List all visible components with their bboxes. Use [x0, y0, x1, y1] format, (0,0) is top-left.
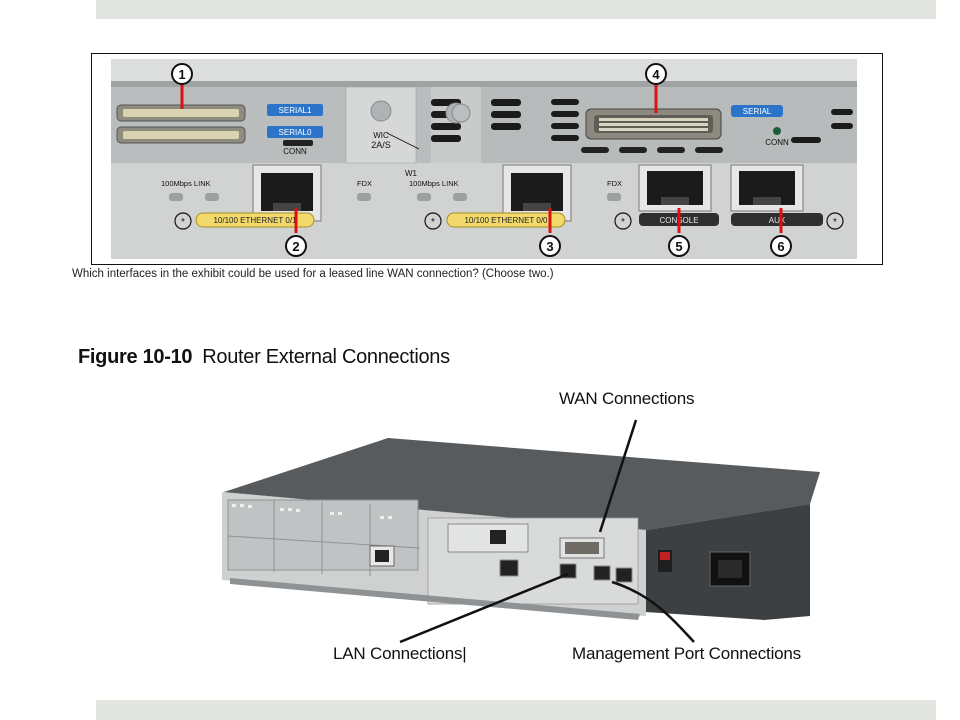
svg-text:*: * — [621, 217, 625, 228]
ethernet-0-1-port — [252, 164, 322, 222]
power-socket — [709, 551, 751, 587]
serial1-label: SERIAL1 — [279, 106, 312, 115]
svg-text:3: 3 — [546, 239, 553, 254]
aux-badge — [731, 213, 823, 226]
fdx-label-left: FDX — [357, 179, 372, 188]
wic-type-label: 2A/S — [371, 140, 391, 150]
callout-2: 2 — [285, 235, 307, 257]
svg-text:2: 2 — [292, 239, 299, 254]
callout-6: 6 — [770, 235, 792, 257]
callout-3: 3 — [539, 235, 561, 257]
eth01-badge — [195, 212, 315, 228]
wic-label: WIC — [373, 131, 389, 140]
svg-text:1: 1 — [178, 67, 185, 82]
management-port-label: Management Port Connections — [572, 644, 801, 663]
svg-text:*: * — [181, 217, 185, 228]
serial0-badge — [267, 126, 323, 138]
router-illustration — [222, 419, 820, 644]
conn-led — [773, 127, 781, 135]
aux-port — [730, 164, 804, 212]
serial1-badge — [267, 104, 323, 116]
top-band — [96, 0, 936, 19]
exam-question: Which interfaces in the exhibit could be… — [72, 268, 554, 280]
link-label-right: 100Mbps LINK — [409, 179, 459, 188]
wan-connections-label: WAN Connections — [559, 389, 695, 408]
svg-text:5: 5 — [675, 239, 682, 254]
management-leader-line — [611, 580, 695, 643]
router-top — [224, 438, 820, 530]
svg-text:4: 4 — [652, 67, 660, 82]
wic-card — [345, 86, 417, 164]
lan-leader-line — [399, 572, 569, 644]
serial-badge — [731, 105, 783, 117]
eth00-label: 10/100 ETHERNET 0/0 — [464, 216, 548, 225]
figure-number: Figure 10-10 — [78, 346, 193, 368]
serial0-label: SERIAL0 — [279, 128, 312, 137]
aux-port-illus — [615, 567, 633, 583]
fdx-label-right: FDX — [607, 179, 622, 188]
svg-text:*: * — [431, 217, 435, 228]
wic-screw — [370, 100, 392, 122]
wan-leader-line — [598, 419, 638, 533]
console-port-illus — [593, 565, 611, 581]
eth01-label: 10/100 ETHERNET 0/1 — [213, 216, 297, 225]
router-panel-exhibit: SERIAL1 SERIAL0 CONN WIC 2A/S — [91, 53, 883, 265]
bottom-band — [96, 700, 936, 720]
conn-left-label: CONN — [283, 147, 307, 156]
aux-label: AUX — [769, 216, 786, 225]
lan-connections-label: LAN Connections| — [333, 644, 467, 663]
svg-text:*: * — [833, 217, 837, 228]
console-port — [638, 164, 712, 212]
smart-serial-port — [585, 108, 722, 140]
w1-label: W1 — [405, 169, 418, 178]
figure-title: Figure 10-10 Router External Connections — [78, 346, 450, 369]
conn-right-label: CONN — [765, 138, 789, 147]
serial-port-0 — [116, 126, 246, 144]
callout-1: 1 — [171, 63, 193, 85]
ethernet-0-0-port — [502, 164, 572, 222]
eth00-badge — [446, 212, 566, 228]
serial-label: SERIAL — [743, 107, 772, 116]
link-label-left: 100Mbps LINK — [161, 179, 211, 188]
callout-5: 5 — [668, 235, 690, 257]
callout-4: 4 — [645, 63, 667, 85]
figure-caption: Router External Connections — [202, 346, 450, 368]
svg-text:6: 6 — [777, 239, 784, 254]
